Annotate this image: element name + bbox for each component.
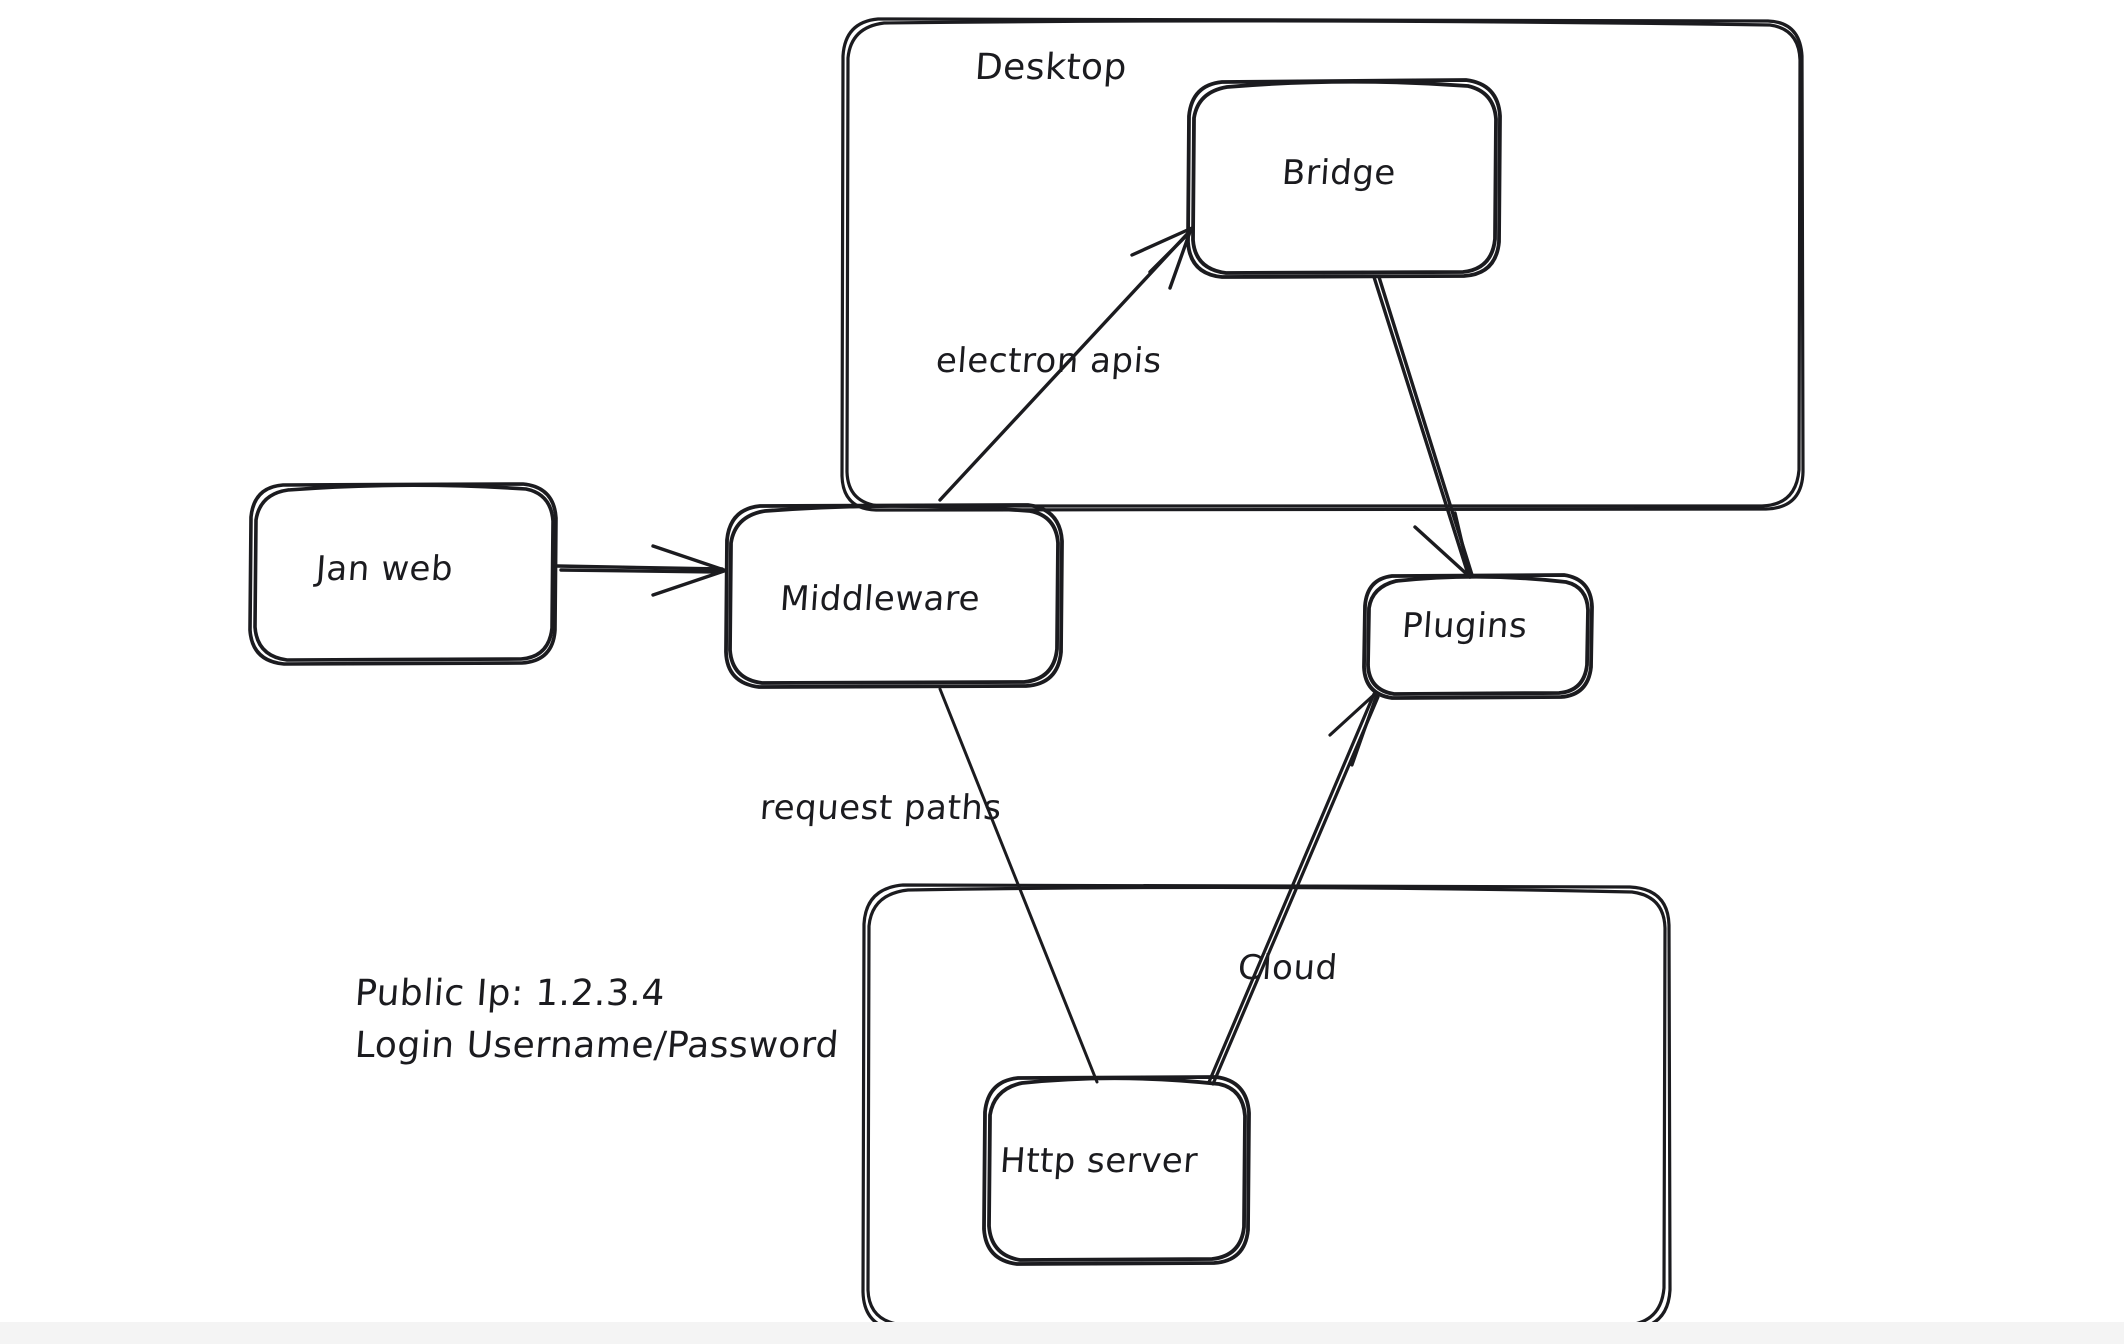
- edge-jan-web-to-middleware: [555, 544, 726, 597]
- bottom-edge-strip: [0, 1322, 2124, 1344]
- edge-label-request-paths: request paths: [758, 788, 1003, 828]
- note-public-ip: Public Ip: 1.2.3.4: [353, 973, 667, 1014]
- group-desktop-outline: [840, 17, 1805, 512]
- edge-label-electron-apis: electron apis: [934, 341, 1164, 381]
- group-label-desktop: Desktop: [973, 47, 1129, 88]
- node-label-http-server[interactable]: Http server: [998, 1141, 1200, 1181]
- edge-middleware-to-bridge: [938, 226, 1194, 502]
- node-jan-web-outline: [248, 482, 558, 666]
- node-label-jan-web[interactable]: Jan web: [314, 549, 455, 589]
- node-label-bridge[interactable]: Bridge: [1280, 153, 1398, 193]
- node-label-plugins[interactable]: Plugins: [1400, 606, 1529, 646]
- edge-label-cloud: Cloud: [1236, 948, 1340, 988]
- node-label-middleware[interactable]: Middleware: [778, 579, 982, 619]
- node-bridge-outline: [1186, 78, 1502, 279]
- node-middleware-outline: [724, 503, 1064, 689]
- edge-bridge-to-plugins: [1372, 275, 1474, 579]
- node-http-server-outline: [982, 1075, 1251, 1266]
- edge-http-server-to-plugins: [1207, 691, 1380, 1086]
- edge-middleware-to-http-server: [938, 687, 1099, 1084]
- note-login-credentials: Login Username/Password: [353, 1025, 841, 1066]
- node-plugins-outline: [1362, 573, 1594, 700]
